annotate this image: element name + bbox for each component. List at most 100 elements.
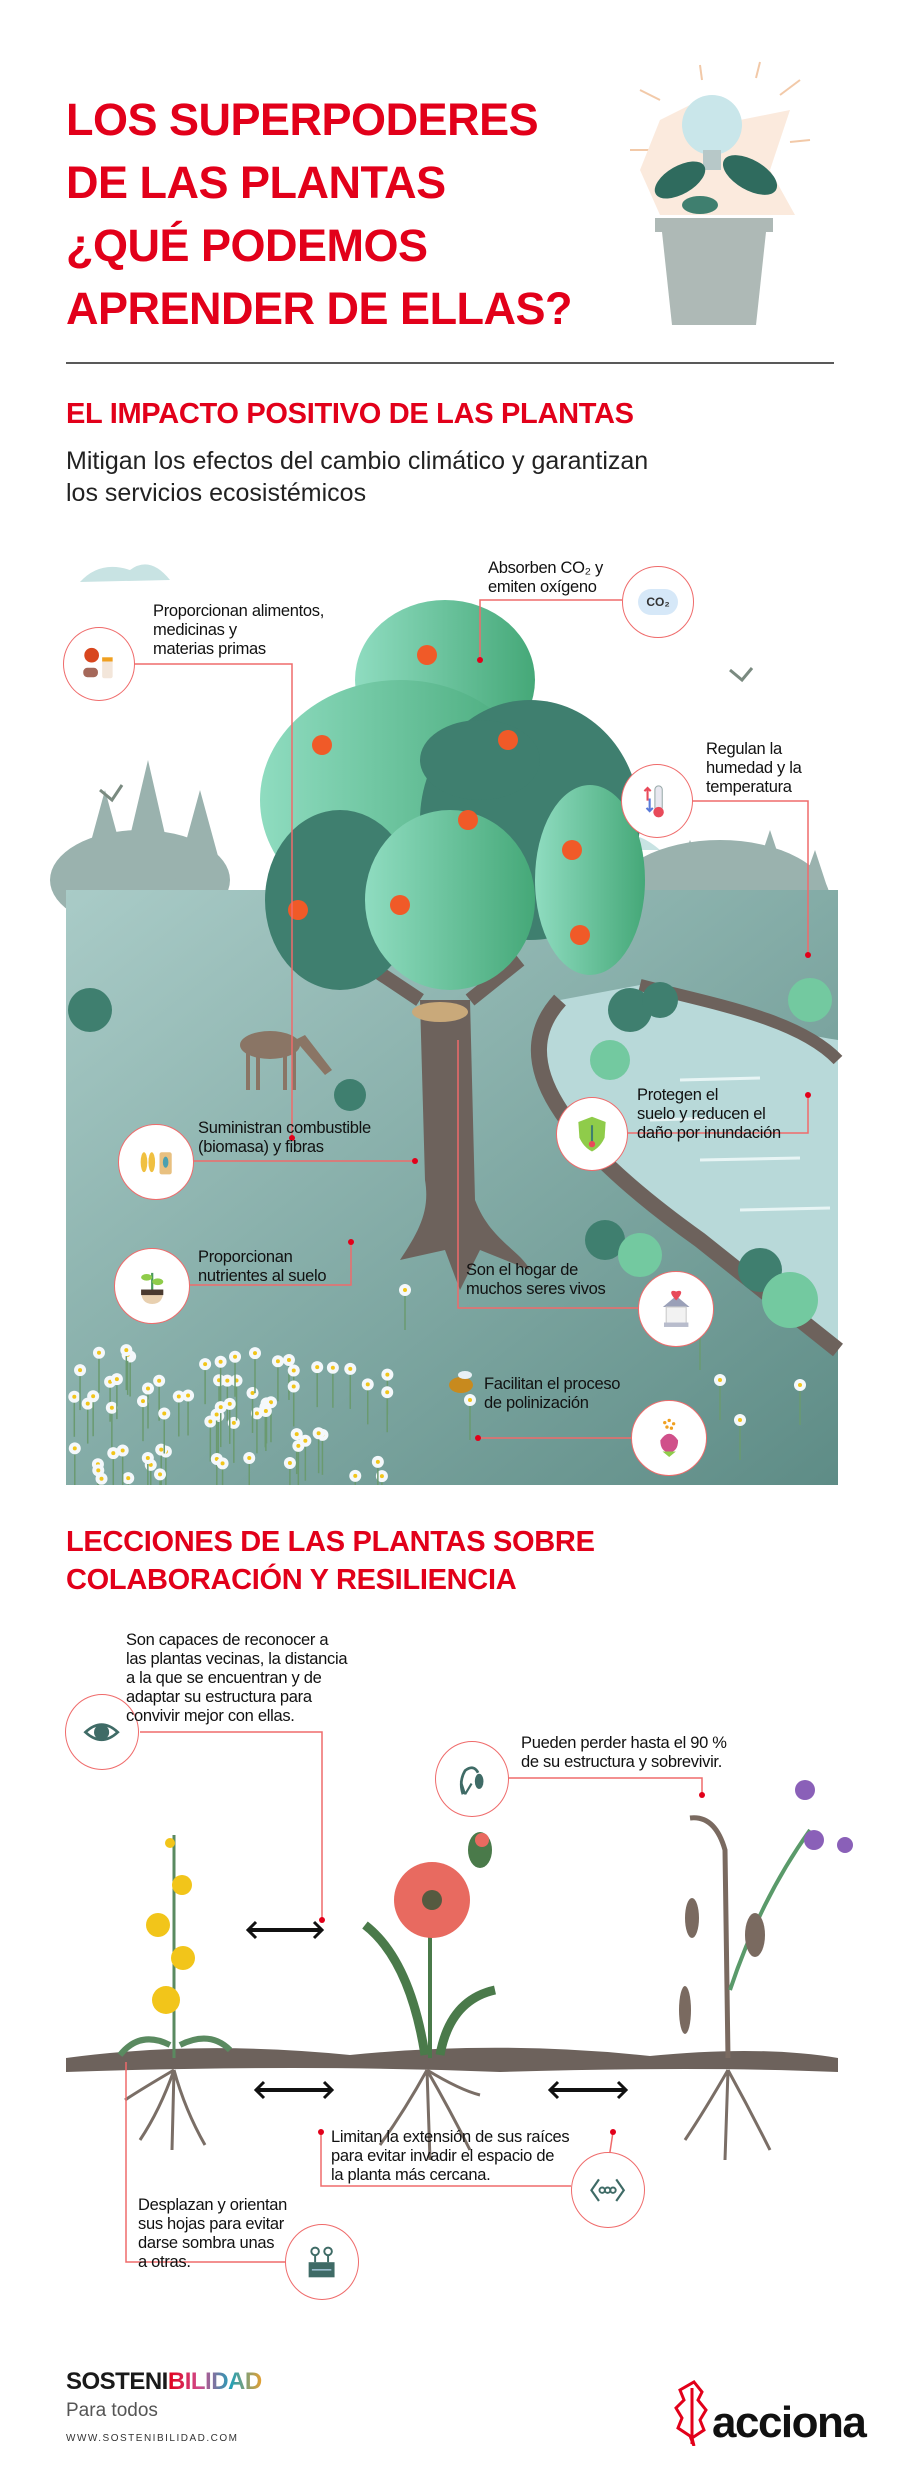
daisy-center (330, 1365, 335, 1370)
nest (412, 1002, 468, 1022)
daisy-center (109, 1405, 114, 1410)
co2-cloud-icon: CO₂ (622, 566, 694, 638)
callout-line: a la que se encuentran y de (126, 1669, 322, 1687)
section1-subtitle: Mitigan los efectos del cambio climático… (66, 445, 648, 509)
callout-lines-section2 (125, 1731, 703, 2263)
daisy-center (353, 1473, 358, 1478)
daisy-center (146, 1386, 151, 1391)
callout-line: de polinización (484, 1394, 589, 1412)
callout-line: sus hojas para evitar (138, 2215, 284, 2233)
daisy-center (247, 1455, 252, 1460)
heading-line: LECCIONES DE LAS PLANTAS SOBRE (66, 1526, 595, 1558)
callout-line: Pueden perder hasta el 90 % (521, 1734, 727, 1752)
daisy-center (124, 1348, 129, 1353)
daisy-center (348, 1366, 353, 1371)
sprout-soil-icon (114, 1248, 190, 1324)
callout-line: Desplazan y orientan (138, 2196, 288, 2214)
daisy-center (218, 1359, 223, 1364)
tagline: Para todos (66, 2400, 158, 2421)
daisy-center (162, 1411, 167, 1416)
cloud (80, 564, 170, 582)
brand-part: SOSTENI (66, 2368, 168, 2395)
daisy-center (294, 1432, 299, 1437)
callout-line: humedad y la (706, 759, 802, 777)
eye-icon (65, 1694, 139, 1770)
title-line: ¿QUÉ PODEMOS (66, 220, 428, 271)
daisy-center (203, 1362, 208, 1367)
daisy-center (120, 1448, 125, 1453)
callout-survive-loss: Pueden perder hasta el 90 %de su estruct… (521, 1734, 727, 1772)
poppy-plant (362, 1832, 497, 2058)
callout-line: Limitan la extensión de sus raíces (331, 2128, 570, 2146)
daisy-center (375, 1459, 380, 1464)
callout-line: Proporcionan (198, 1248, 293, 1266)
callout-line: a otras. (138, 2253, 191, 2271)
daisy-center (126, 1476, 131, 1481)
subtitle-line: los servicios ecosistémicos (66, 479, 367, 507)
pollination-flower-icon (631, 1400, 707, 1476)
daisy-center (141, 1399, 146, 1404)
daisy-center (379, 1474, 384, 1479)
daisy-center (250, 1390, 255, 1395)
daisy-center (96, 1350, 101, 1355)
daisy-center (99, 1476, 104, 1481)
callout-line: medicinas y (153, 621, 237, 639)
daisy-center (227, 1401, 232, 1406)
daisy-center (91, 1394, 96, 1399)
daisy-center (111, 1451, 116, 1456)
daisy-center (158, 1472, 163, 1477)
bee (449, 1371, 473, 1393)
daisy-center (254, 1411, 259, 1416)
code-brackets-icon (571, 2152, 645, 2228)
daisy-center (252, 1351, 257, 1356)
title-line: DE LAS PLANTAS (66, 157, 446, 208)
landscape-scene (50, 564, 843, 1485)
callout-line: la planta más cercana. (331, 2166, 491, 2184)
callout-line: Regulan la (706, 740, 782, 758)
sostenibilidad-logo: SOSTENIBILIDAD (66, 2368, 262, 2396)
heading-line: COLABORACIÓN Y RESILIENCIA (66, 1564, 517, 1596)
daisy-center (385, 1372, 390, 1377)
title-line: APRENDER DE ELLAS? (66, 283, 573, 334)
callout-line: las plantas vecinas, la distancia (126, 1650, 348, 1668)
daisy-center (468, 1398, 472, 1402)
daisy-center (148, 1462, 153, 1467)
callout-line: adaptar su estructura para (126, 1688, 312, 1706)
daisy-center (286, 1357, 291, 1362)
callout-biomass: Suministran combustible(biomasa) y fibra… (198, 1119, 371, 1157)
callout-line: Son capaces de reconocer a (126, 1631, 329, 1649)
yellow-flower-plant (117, 1835, 233, 2058)
food-medicine-wood-icon (63, 627, 135, 701)
callout-line: para evitar invadir el espacio de (331, 2147, 555, 2165)
daisy-center (303, 1438, 308, 1443)
title-line: LOS SUPERPODERES (66, 94, 539, 145)
daisy-center (718, 1378, 722, 1382)
shield-plant-icon (556, 1097, 628, 1171)
callout-line: Facilitan el proceso (484, 1375, 621, 1393)
callout-line: Protegen el (637, 1086, 719, 1104)
callout-line: suelo y reducen el (637, 1105, 766, 1123)
callout-line: de su estructura y sobrevivir. (521, 1753, 723, 1771)
website-link[interactable]: WWW.SOSTENIBILIDAD.COM (66, 2433, 239, 2444)
callout-line: darse sombra unas (138, 2234, 275, 2252)
daisy-center (214, 1412, 219, 1417)
birdhouse-icon (638, 1271, 714, 1347)
daisy-center (96, 1468, 101, 1473)
page-title: LOS SUPERPODERES DE LAS PLANTAS ¿QUÉ POD… (66, 88, 573, 340)
daisy-center (218, 1405, 223, 1410)
deer (240, 1031, 332, 1090)
daisy-center (186, 1393, 191, 1398)
subtitle-line: Mitigan los efectos del cambio climático… (66, 447, 649, 475)
soil-ground (66, 2047, 838, 2072)
callout-line: (biomasa) y fibras (198, 1138, 324, 1156)
daisy-center (220, 1461, 225, 1466)
daisy-center (296, 1443, 301, 1448)
daisy-center (268, 1400, 273, 1405)
